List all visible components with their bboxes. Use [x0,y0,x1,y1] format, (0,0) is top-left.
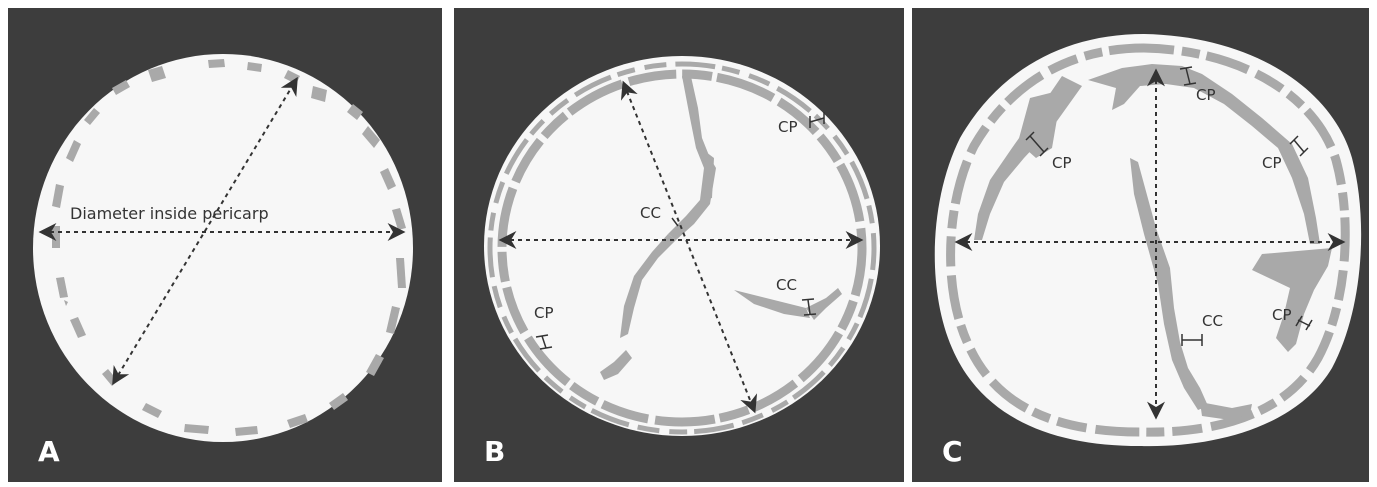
label-cc-right: CC [776,276,797,294]
fruit-cross-section-b: CP CC CC CP [454,8,904,482]
fruit-cross-section-c: CP CP CP CP CC [912,8,1369,482]
label-cp-top-right: CP [778,118,798,136]
fruit-cross-section-a: Diameter inside pericarp [8,8,442,482]
label-cp-left: CP [534,304,554,322]
panel-letter-c: C [942,435,963,468]
panel-letter-a: A [38,435,60,468]
fruit-outline [484,56,880,436]
label-cp-left: CP [1052,154,1072,172]
panel-a: Diameter inside pericarp A [8,8,442,482]
label-cp-top: CP [1196,86,1216,104]
label-cc-bottom: CC [1202,312,1223,330]
label-cc-center: CC [640,204,661,222]
label-cp-right: CP [1262,154,1282,172]
diameter-label: Diameter inside pericarp [70,204,269,223]
label-cp-bottom-right: CP [1272,306,1292,324]
panel-letter-b: B [484,435,505,468]
panel-c: CP CP CP CP CC C [912,8,1369,482]
panel-b: CP CC CC CP B [454,8,904,482]
